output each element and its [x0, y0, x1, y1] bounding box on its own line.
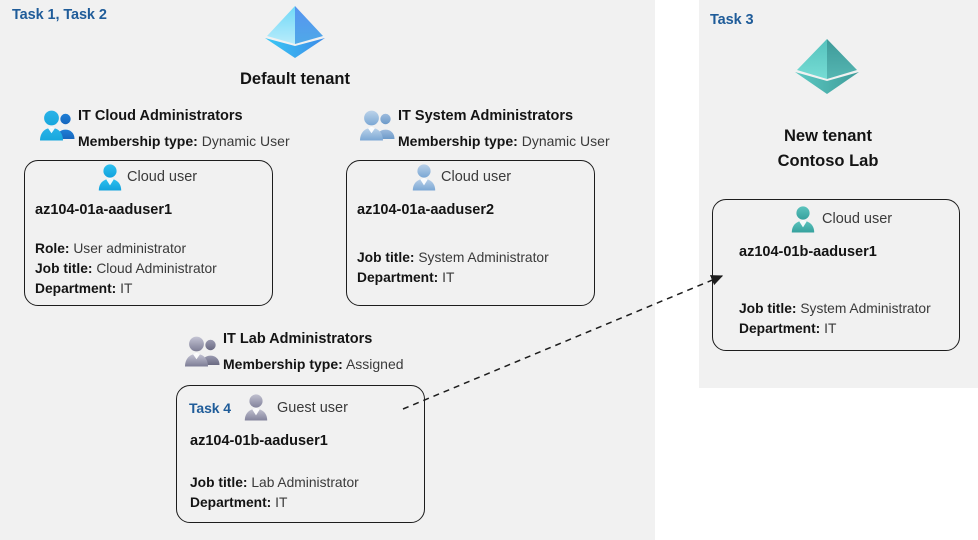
- detail-label: Job title:: [739, 301, 797, 316]
- username-aaduser2: az104-01a-aaduser2: [357, 202, 495, 218]
- detail-value: IT: [275, 495, 288, 510]
- detail-department: Department: IT: [190, 495, 287, 510]
- membership-type-value: Dynamic User: [521, 133, 610, 149]
- username-aaduser1: az104-01a-aaduser1: [35, 202, 173, 218]
- group-title-cloud-admins: IT Cloud Administrators: [78, 108, 243, 124]
- cloud-user-icon: [97, 163, 123, 191]
- cloud-user-icon: [790, 205, 816, 233]
- group-users-icon: [183, 334, 223, 368]
- user-type-label: Guest user: [277, 400, 348, 416]
- azure-tenant-icon: [789, 34, 865, 102]
- detail-value: User administrator: [73, 241, 187, 256]
- new-tenant-name-line1: New tenant: [783, 127, 872, 145]
- default-tenant-name: Default tenant: [239, 70, 350, 88]
- group-title-system-admins: IT System Administrators: [398, 108, 574, 124]
- user-type-label: Cloud user: [441, 169, 512, 185]
- detail-label: Job title:: [357, 250, 415, 265]
- left-tenant-panel: [0, 0, 655, 540]
- detail-value: System Administrator: [418, 250, 549, 265]
- group-users-icon: [358, 108, 398, 142]
- detail-value: IT: [824, 321, 837, 336]
- task-label-1-2: Task 1, Task 2: [12, 7, 107, 23]
- user-card-aaduser1[interactable]: [24, 160, 273, 306]
- user-type-label: Cloud user: [127, 169, 198, 185]
- detail-job-title: Job title: Lab Administrator: [190, 475, 359, 490]
- detail-job-title: Job title: Cloud Administrator: [35, 261, 217, 276]
- group-users-icon: [38, 108, 78, 142]
- task-label-3: Task 3: [710, 12, 754, 28]
- guest-user-icon: [243, 393, 269, 421]
- username-guest-aaduser1: az104-01b-aaduser1: [190, 433, 328, 449]
- membership-type-label: Membership type:: [223, 356, 343, 372]
- detail-label: Job title:: [35, 261, 93, 276]
- detail-label: Department:: [35, 281, 117, 296]
- detail-department: Department: IT: [35, 281, 132, 296]
- detail-label: Department:: [739, 321, 821, 336]
- detail-value: System Administrator: [800, 301, 931, 316]
- detail-value: Cloud Administrator: [96, 261, 217, 276]
- user-card-guest-aaduser1[interactable]: [176, 385, 425, 523]
- group-title-lab-admins: IT Lab Administrators: [223, 331, 373, 347]
- detail-label: Department:: [190, 495, 272, 510]
- detail-label: Job title:: [190, 475, 248, 490]
- detail-department: Department: IT: [739, 321, 836, 336]
- detail-value: Lab Administrator: [251, 475, 359, 490]
- detail-value: IT: [442, 270, 455, 285]
- membership-type-value: Assigned: [345, 356, 404, 372]
- membership-type-label: Membership type:: [78, 133, 198, 149]
- user-card-new-tenant-aaduser1[interactable]: [712, 199, 960, 351]
- detail-value: IT: [120, 281, 133, 296]
- membership-type-value: Dynamic User: [201, 133, 290, 149]
- detail-label: Role:: [35, 241, 70, 256]
- detail-label: Department:: [357, 270, 439, 285]
- group-meta-lab-admins: Membership type: Assigned: [223, 356, 404, 372]
- detail-role: Role: User administrator: [35, 241, 186, 256]
- task-label-4: Task 4: [189, 400, 231, 416]
- detail-department: Department: IT: [357, 270, 454, 285]
- group-meta-cloud-admins: Membership type: Dynamic User: [78, 133, 290, 149]
- group-meta-system-admins: Membership type: Dynamic User: [398, 133, 610, 149]
- azure-tenant-icon: [259, 2, 331, 66]
- detail-job-title: Job title: System Administrator: [357, 250, 549, 265]
- detail-job-title: Job title: System Administrator: [739, 301, 931, 316]
- new-tenant-name-line2: Contoso Lab: [777, 152, 879, 170]
- membership-type-label: Membership type:: [398, 133, 518, 149]
- cloud-user-icon: [411, 163, 437, 191]
- user-type-label: Cloud user: [822, 211, 893, 227]
- username-new-tenant-aaduser1: az104-01b-aaduser1: [739, 244, 877, 260]
